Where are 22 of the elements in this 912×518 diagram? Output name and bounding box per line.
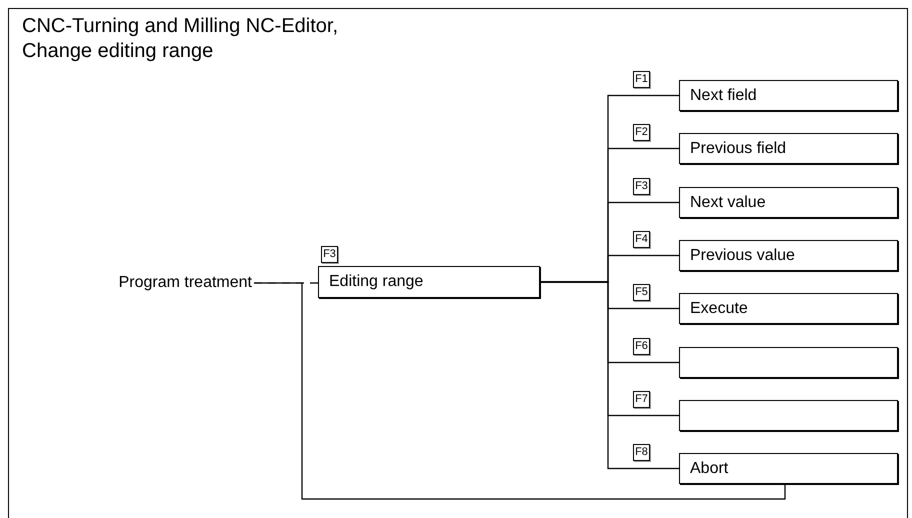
node-text: Program treatment (80, 273, 252, 293)
function-key-label: F1 (633, 71, 650, 88)
function-key-label: F5 (633, 284, 650, 301)
empty-menu-box (679, 347, 898, 378)
menu-box: Next value (679, 187, 898, 218)
menu-box: Next field (679, 80, 898, 111)
function-key-label: F8 (633, 444, 650, 461)
connector-line (254, 282, 786, 500)
menu-box: Execute (679, 293, 898, 324)
menu-box: Previous field (679, 133, 898, 164)
function-key-label: F6 (633, 338, 650, 355)
empty-menu-box (679, 400, 898, 431)
menu-box: Previous value (679, 240, 898, 271)
menu-box: Abort (679, 453, 898, 484)
function-key-label: F7 (633, 391, 650, 408)
connector-line (540, 281, 679, 470)
function-key-label: F3 (321, 246, 338, 263)
function-key-label: F3 (633, 178, 650, 195)
function-key-label: F2 (633, 124, 650, 141)
menu-box: Editing range (318, 266, 540, 298)
diagram-title: CNC-Turning and Milling NC-Editor, Change editing range (22, 14, 340, 64)
function-key-label: F4 (633, 231, 650, 248)
